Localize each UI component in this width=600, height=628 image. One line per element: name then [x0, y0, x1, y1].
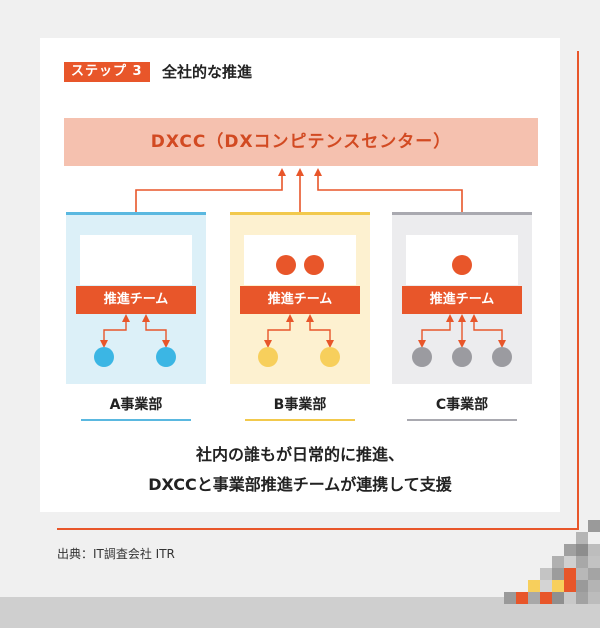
division-b-label: B事業部	[273, 397, 327, 413]
division-b-dxcc-member-1	[276, 255, 296, 275]
division-a-panel: 推進チーム	[66, 212, 206, 384]
dxcc-bar: DXCC（DXコンピテンスセンター）	[64, 118, 538, 166]
division-c-team-connectors	[418, 314, 506, 348]
division-a-box	[80, 235, 192, 285]
card-shadow-border	[57, 51, 579, 530]
division-a-label: A事業部	[109, 397, 163, 413]
division-b-underline	[245, 419, 355, 421]
division-c-box	[406, 235, 518, 285]
division-c-underline	[407, 419, 517, 421]
summary-line-2: DXCCと事業部推進チームが連携して支援	[148, 475, 452, 494]
division-a-team-bar: 推進チーム	[76, 286, 196, 314]
division-a-member-1	[94, 347, 114, 367]
step-title: 全社的な推進	[162, 63, 253, 81]
division-c-team-bar: 推進チーム	[402, 286, 522, 314]
division-b-member-1	[258, 347, 278, 367]
division-b-box	[244, 235, 356, 285]
division-c-member-2	[452, 347, 472, 367]
division-b-panel: 推進チーム	[230, 212, 370, 384]
division-c-member-3	[492, 347, 512, 367]
division-a-member-2	[156, 347, 176, 367]
division-a-underline	[81, 419, 191, 421]
bottom-band	[0, 597, 600, 628]
division-c-member-1	[412, 347, 432, 367]
division-b-dxcc-member-2	[304, 255, 324, 275]
division-b-team-connectors	[264, 314, 334, 348]
division-a-team-connectors	[100, 314, 170, 348]
division-c-panel: 推進チーム	[392, 212, 532, 384]
summary-line-1: 社内の誰もが日常的に推進、	[195, 445, 404, 464]
division-b-member-2	[320, 347, 340, 367]
division-c-label: C事業部	[435, 397, 489, 413]
summary-text: 社内の誰もが日常的に推進、 DXCCと事業部推進チームが連携して支援	[40, 440, 560, 500]
source-credit: 出典：IT調査会社 ITR	[57, 547, 175, 561]
division-c-dxcc-member	[452, 255, 472, 275]
division-b-team-bar: 推進チーム	[240, 286, 360, 314]
step-badge: ステップ 3	[64, 62, 150, 82]
